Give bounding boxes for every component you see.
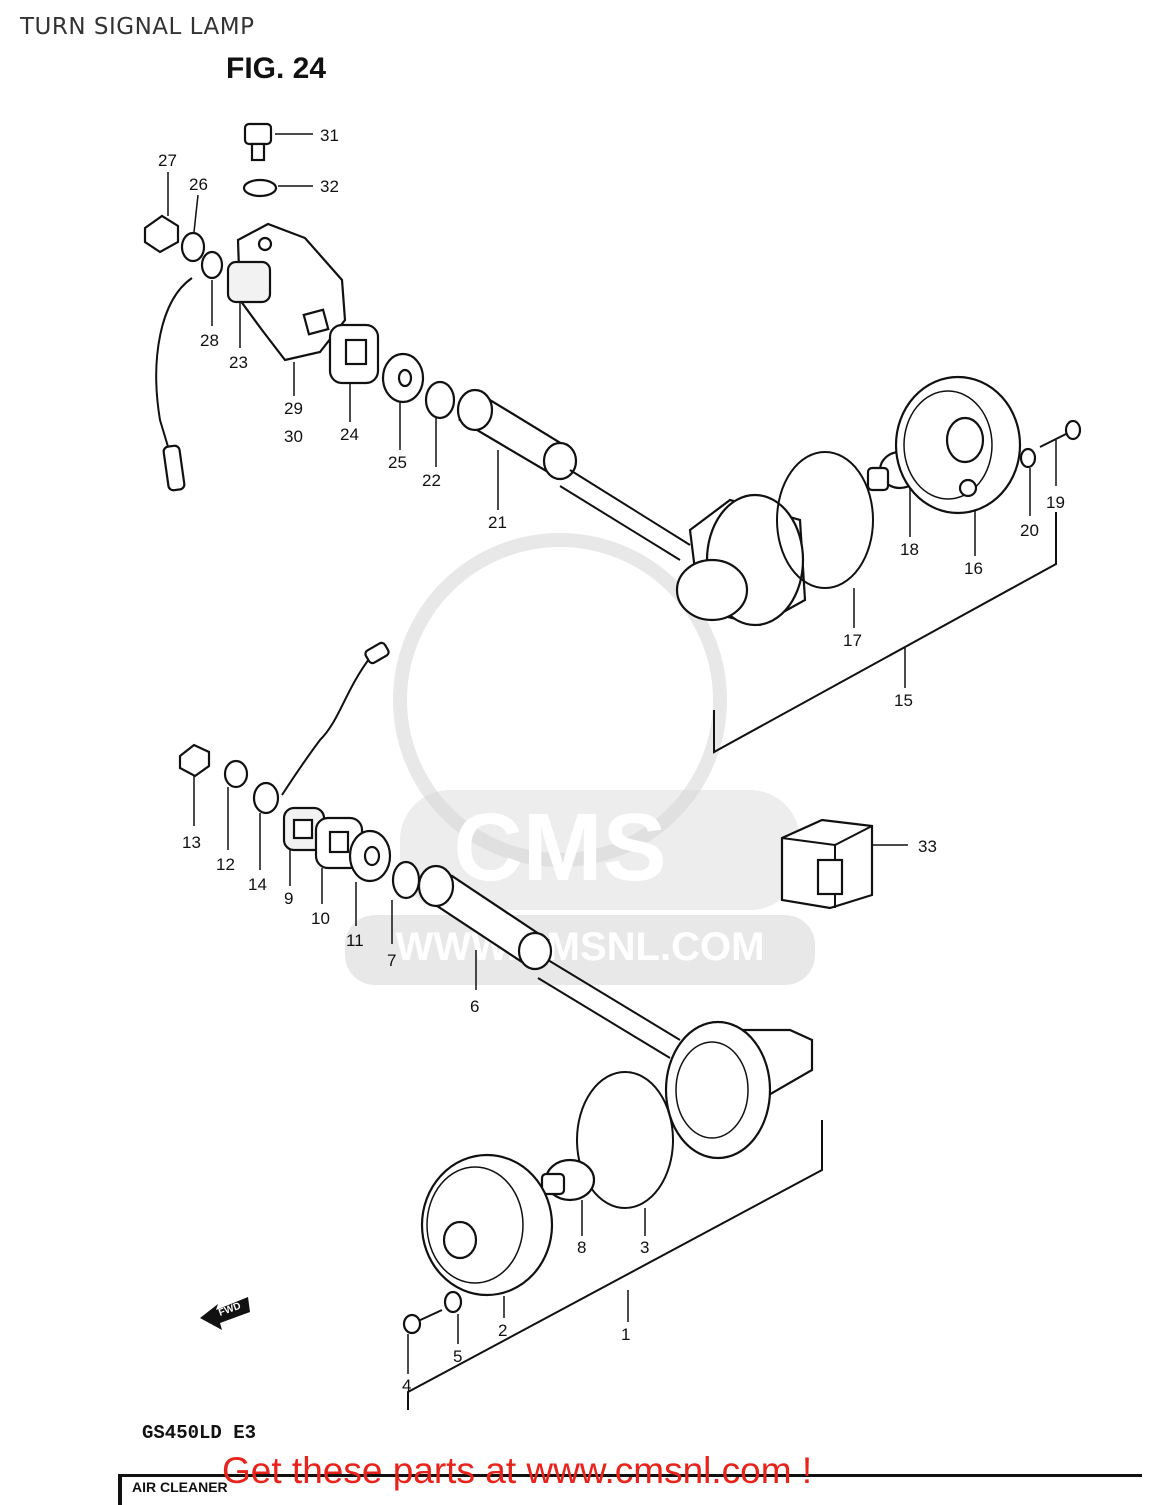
terminal-14 <box>252 781 280 815</box>
watermark-url: WWW.CMSNL.COM <box>396 925 765 969</box>
callout-19: 19 <box>1046 493 1065 512</box>
group-bracket-1 <box>407 1120 823 1410</box>
callout-28: 28 <box>200 331 219 350</box>
connector-lower <box>364 641 390 665</box>
lens-16 <box>894 375 1022 515</box>
watermark-brand: CMS <box>453 794 666 901</box>
callout-29: 29 <box>284 399 303 418</box>
callout-32: 32 <box>320 177 339 196</box>
washer-26 <box>180 231 206 263</box>
callout-5: 5 <box>453 1347 462 1366</box>
wire-lower <box>281 654 373 796</box>
stem-housing-21 <box>456 388 807 627</box>
washer-20 <box>1019 447 1037 469</box>
grommet-24 <box>328 323 380 385</box>
gasket-17 <box>776 451 874 589</box>
connector-upper <box>162 444 186 492</box>
housing-lower <box>664 1020 814 1160</box>
callout-9: 9 <box>284 889 293 908</box>
leader-lines <box>167 133 1057 1374</box>
spacer-23 <box>226 260 272 304</box>
callout-30: 30 <box>284 427 303 446</box>
relay-33 <box>780 818 874 910</box>
group-bracket-15 <box>713 512 1057 754</box>
callout-21: 21 <box>488 513 507 532</box>
callout-27: 27 <box>158 151 177 170</box>
callout-18: 18 <box>900 540 919 559</box>
washer-5 <box>443 1290 463 1314</box>
callout-7: 7 <box>387 951 396 970</box>
model-code: GS450LD E3 <box>142 1422 257 1444</box>
callout-26: 26 <box>189 175 208 194</box>
callout-20: 20 <box>1020 521 1039 540</box>
callout-6: 6 <box>470 997 479 1016</box>
bulb-8 <box>540 1158 596 1202</box>
fwd-arrow-icon: FWD <box>200 1297 250 1330</box>
callout-15: 15 <box>894 691 913 710</box>
page-title: TURN SIGNAL LAMP <box>20 14 255 40</box>
callout-16: 16 <box>964 559 983 578</box>
callout-10: 10 <box>311 909 330 928</box>
callout-31: 31 <box>320 126 339 145</box>
bolt-31 <box>243 122 273 162</box>
screw-19 <box>1039 419 1082 448</box>
callout-13: 13 <box>182 833 201 852</box>
washer-11 <box>348 829 392 883</box>
gasket-3 <box>576 1071 674 1209</box>
promo-banner[interactable]: Get these parts at www.cmsnl.com ! <box>222 1450 813 1491</box>
terminal-28 <box>200 250 224 280</box>
callout-3: 3 <box>640 1238 649 1257</box>
callout-14: 14 <box>248 875 267 894</box>
spacer-9 <box>282 806 326 852</box>
callout-22: 22 <box>422 471 441 490</box>
washer-12 <box>223 759 249 789</box>
lockwasher-22 <box>424 380 456 420</box>
washer-32 <box>242 178 278 198</box>
callout-4: 4 <box>402 1376 411 1395</box>
figure-title: FIG. 24 <box>226 52 327 85</box>
callout-11: 11 <box>346 931 364 950</box>
callout-17: 17 <box>843 631 862 650</box>
callout-1: 1 <box>621 1325 630 1344</box>
nut-27 <box>143 214 180 254</box>
callout-25: 25 <box>388 453 407 472</box>
lockwasher-7 <box>391 860 421 900</box>
bracket-29 <box>236 222 347 362</box>
nut-13 <box>178 743 211 778</box>
callout-23: 23 <box>229 353 248 372</box>
bottom-index-strip: AIR CLEANER <box>118 1474 1142 1505</box>
lens-2 <box>420 1153 554 1297</box>
cms-watermark: CMS WWW.CMSNL.COM <box>345 533 815 985</box>
callout-12: 12 <box>216 855 235 874</box>
stem-6 <box>417 864 681 1059</box>
washer-25 <box>381 352 425 404</box>
callout-2: 2 <box>498 1321 507 1340</box>
screw-4 <box>402 1309 443 1335</box>
callout-24: 24 <box>340 425 359 444</box>
callout-33: 33 <box>918 837 937 856</box>
callout-8: 8 <box>577 1238 586 1257</box>
bottom-strip-text: AIR CLEANER <box>132 1479 228 1495</box>
wire-upper <box>155 277 193 471</box>
callout-labels: 31 32 27 26 28 23 29 30 24 25 22 21 17 1… <box>158 126 1065 1395</box>
